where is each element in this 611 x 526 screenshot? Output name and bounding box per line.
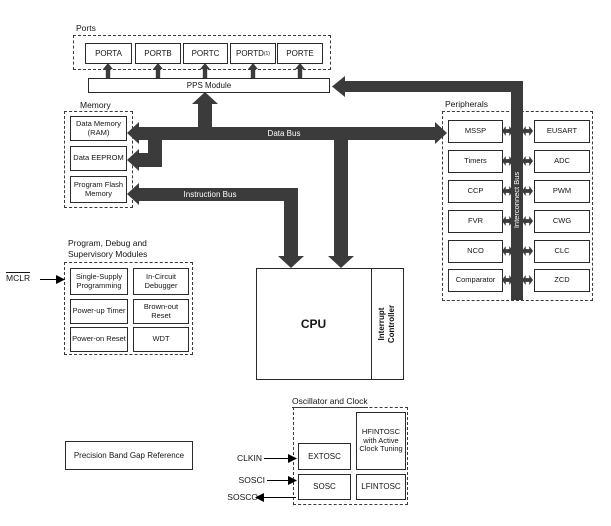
portc-box: PORTC — [183, 43, 228, 64]
cpu-box — [256, 268, 404, 380]
sosco-arrowhead-icon — [255, 493, 264, 502]
debug-section-label-line2: Supervisory Modules — [68, 249, 148, 259]
pps-module-box: PPS Module — [88, 78, 330, 93]
clc-bus-arrow-icon — [522, 246, 533, 256]
in-circuit-debugger-box: In-Circuit Debugger — [133, 268, 189, 295]
clkin-arrowhead-icon — [288, 454, 297, 463]
comparator-bus-arrow-icon — [502, 275, 513, 285]
sosc-box: SOSC — [298, 474, 351, 500]
interconnect-bus — [511, 81, 523, 300]
oscillator-section-label: Oscillator and Clock — [292, 396, 368, 408]
pps-to-porte-arrow-icon — [295, 63, 305, 79]
eusart-bus-arrow-icon — [522, 126, 533, 136]
ports-dashed-box — [73, 35, 331, 70]
cpu-label: CPU — [300, 317, 327, 331]
peripherals-section-label: Peripherals — [445, 99, 488, 109]
sosci-pin-label: SOSCI — [238, 475, 265, 485]
sosco-line — [263, 497, 296, 498]
data-bus — [138, 127, 436, 140]
mssp-bus-arrow-icon — [502, 126, 513, 136]
nco-bus-arrow-icon — [502, 246, 513, 256]
memory-section-label: Memory — [80, 100, 111, 110]
mclr-pin-label: MCLR — [6, 272, 31, 283]
precision-band-gap-reference-box: Precision Band Gap Reference — [65, 441, 193, 470]
adc-box: ADC — [534, 150, 590, 173]
wdt-box: WDT — [133, 327, 189, 352]
interconnect-to-pps-segment — [344, 81, 523, 92]
comparator-box: Comparator — [448, 269, 503, 292]
extosc-box: EXTOSC — [298, 443, 351, 470]
instruction-bus — [138, 188, 298, 201]
porta-box: PORTA — [85, 43, 132, 64]
ccp-box: CCP — [448, 180, 503, 203]
mclr-arrowhead-icon — [56, 275, 65, 284]
debug-section-label-line1: Program, Debug and — [68, 238, 147, 248]
pps-to-porta-arrow-icon — [103, 63, 113, 79]
instruction-bus-cpu-arrowhead-icon — [278, 256, 304, 268]
pwm-bus-arrow-icon — [522, 186, 533, 196]
portd-label: PORTD — [236, 48, 264, 58]
data-eeprom-box: Data EEPROM — [70, 146, 127, 171]
porte-box: PORTE — [277, 43, 323, 64]
timers-box: Timers — [448, 150, 503, 173]
zcd-box: ZCD — [534, 269, 590, 292]
zcd-bus-arrow-icon — [522, 275, 533, 285]
adc-bus-arrow-icon — [522, 156, 533, 166]
mclr-line — [40, 279, 57, 280]
clkin-pin-label: CLKIN — [236, 453, 262, 463]
data-bus-pps-arrowhead-icon — [192, 92, 218, 104]
eusart-box: EUSART — [534, 120, 590, 143]
timers-bus-arrow-icon — [502, 156, 513, 166]
interrupt-controller-label: Interrupt Controller — [377, 304, 396, 344]
portb-box: PORTB — [135, 43, 181, 64]
nco-box: NCO — [448, 240, 503, 263]
cwg-box: CWG — [534, 210, 590, 233]
instruction-bus-cpu-branch — [284, 188, 298, 257]
hfintosc-box: HFINTOSC with Active Clock Tuning — [356, 412, 406, 470]
pps-to-portd-arrow-icon — [248, 63, 258, 79]
ccp-bus-arrow-icon — [502, 186, 513, 196]
cpu-interrupt-divider — [371, 268, 372, 380]
power-up-timer-box: Power-up Timer — [70, 299, 128, 324]
data-memory-ram-box: Data Memory (RAM) — [70, 116, 127, 141]
clc-box: CLC — [534, 240, 590, 263]
interconnect-bus-label: Interconnect Bus — [512, 171, 521, 229]
pps-to-portc-arrow-icon — [200, 63, 210, 79]
ports-section-label: Ports — [76, 23, 96, 33]
sosci-line — [267, 480, 289, 481]
sosci-arrowhead-icon — [288, 476, 297, 485]
program-flash-memory-box: Program Flash Memory — [70, 176, 127, 203]
data-bus-eeprom-branch-horizontal — [139, 153, 162, 167]
data-bus-cpu-arrowhead-icon — [328, 256, 354, 268]
power-on-reset-box: Power-on Reset — [70, 327, 128, 352]
data-bus-label: Data Bus — [267, 129, 301, 138]
data-bus-cpu-branch — [334, 139, 348, 257]
mssp-box: MSSP — [448, 120, 503, 143]
lfintosc-box: LFINTOSC — [356, 474, 406, 500]
cwg-bus-arrow-icon — [522, 216, 533, 226]
debug-dashed-box — [64, 262, 193, 355]
single-supply-programming-box: Single-Supply Programming — [70, 268, 128, 295]
instruction-bus-label: Instruction Bus — [183, 190, 237, 199]
pwm-box: PWM — [534, 180, 590, 203]
pps-to-portb-arrow-icon — [153, 63, 163, 79]
data-bus-pps-branch — [198, 103, 212, 127]
fvr-bus-arrow-icon — [502, 216, 513, 226]
portd-box: PORTD(1) — [230, 43, 276, 64]
sosco-pin-label: SOSCO — [227, 492, 258, 502]
fvr-box: FVR — [448, 210, 503, 233]
clkin-line — [264, 458, 289, 459]
brown-out-reset-box: Brown-out Reset — [133, 299, 189, 324]
